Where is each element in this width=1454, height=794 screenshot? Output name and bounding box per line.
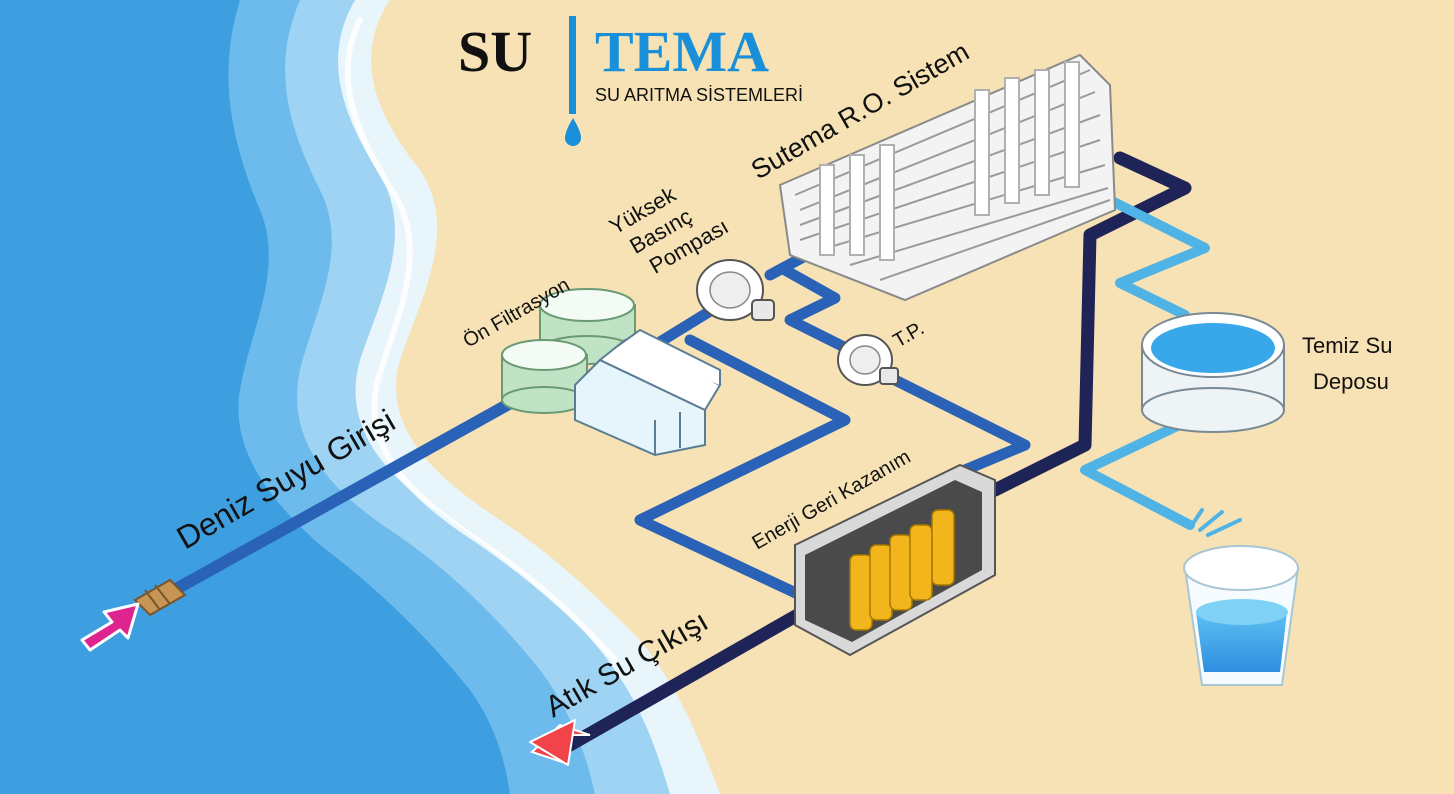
energy-recovery-unit [794,463,996,657]
sea-deep [0,0,510,794]
wave-crest [344,17,618,663]
intake-head [133,578,187,617]
brine-outlet-pipe [563,598,822,752]
product-pipe [1095,190,1210,320]
clean-water-tank [1141,312,1285,433]
prefiltration-unit [501,288,722,457]
sutema-logo: SU TEMA SU ARITMA SİSTEMLERİ [458,16,803,146]
hp-pump [696,259,775,321]
clean-tank-label-line1: Temiz Su [1302,333,1392,358]
logo-divider [569,16,576,114]
brine-pipe [988,151,1192,497]
logo-part2: TEMA [595,19,769,84]
tp-pump [837,334,899,386]
ro-to-tp-pipe [779,264,866,361]
logo-subtitle: SU ARITMA SİSTEMLERİ [595,85,803,105]
cartridges [849,509,955,631]
clean-tank-label-line2: Deposu [1313,369,1389,394]
water-drop-icon [565,118,581,146]
logo-part1: SU [458,19,532,84]
ro-system [778,53,1117,302]
tp-to-erd-pipe [889,374,1031,476]
intake-pipe [154,389,531,604]
outlet-arrow-icon [529,719,591,766]
feed-loop-pipe [634,334,851,601]
water-glass-icon [1183,508,1300,686]
intake-arrow-icon [80,602,140,652]
